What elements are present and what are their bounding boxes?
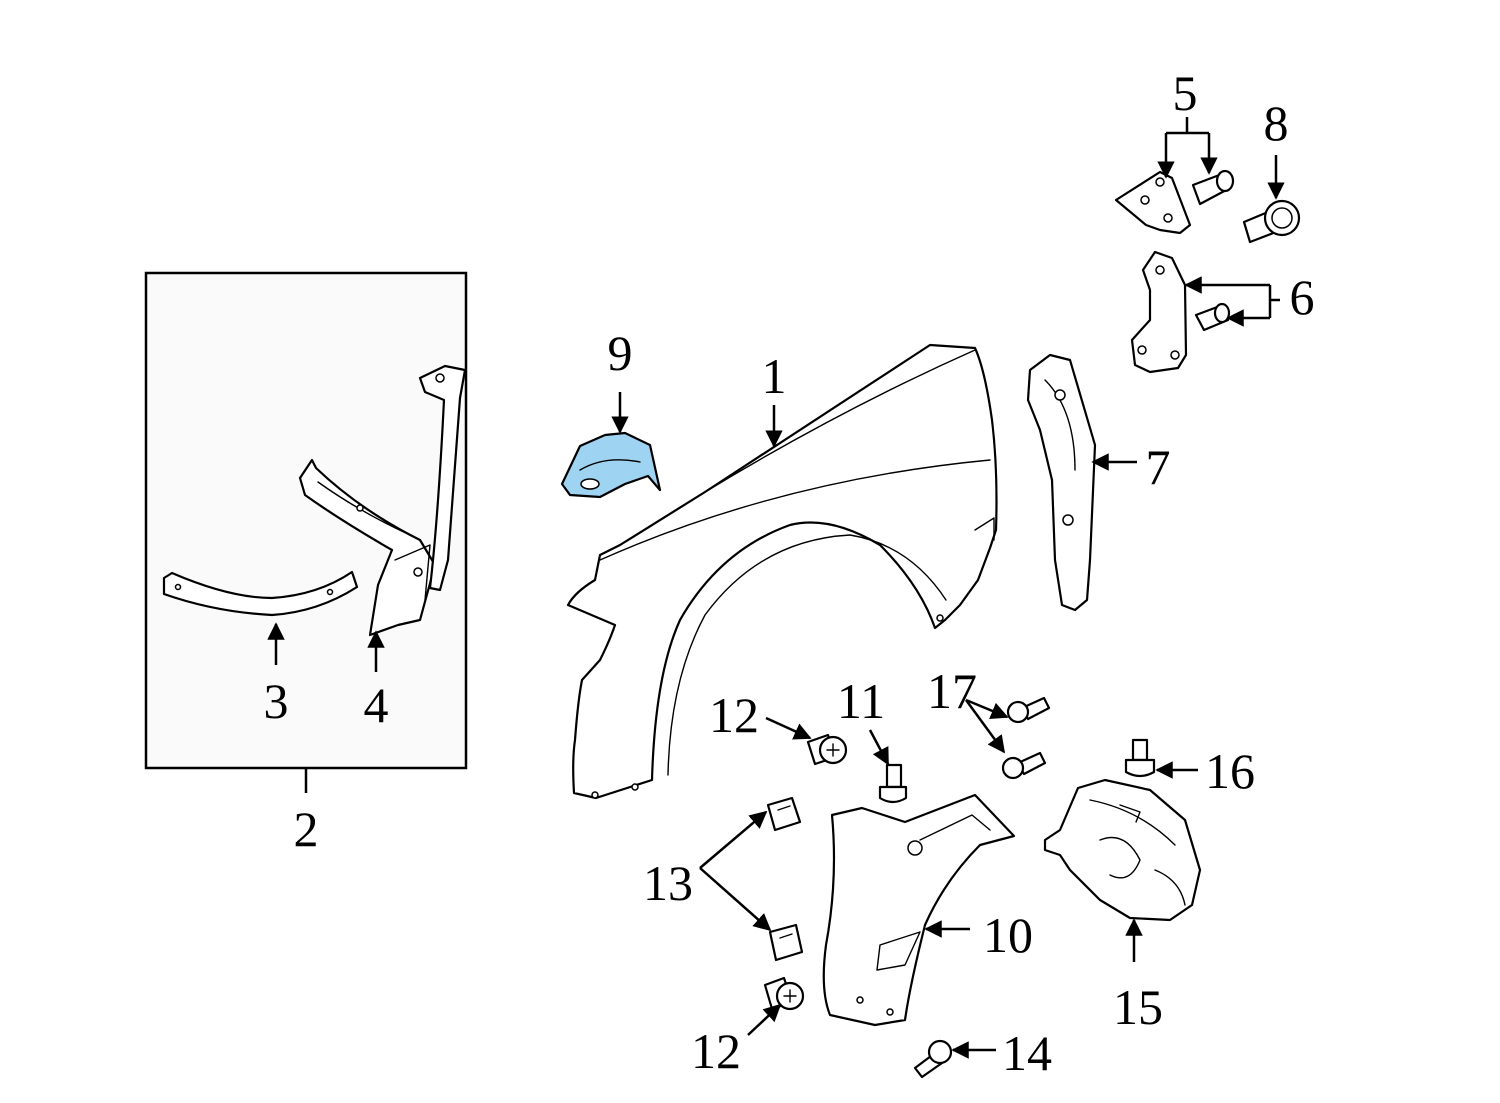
part-12-screw-upper[interactable]: [806, 733, 848, 766]
part-17-bolt-upper[interactable]: [1006, 696, 1051, 724]
leader-5: [1166, 117, 1209, 135]
part-13-clip-lower[interactable]: [768, 923, 804, 962]
callout-2: 2: [294, 801, 319, 857]
part-1-fender[interactable]: [566, 343, 998, 800]
leader-11: [868, 729, 890, 766]
callout-14: 14: [1002, 1025, 1052, 1081]
callout-5: 5: [1173, 65, 1198, 121]
part-4-vertical-brace[interactable]: [418, 364, 467, 592]
part-9-bracket-highlighted[interactable]: [560, 431, 662, 499]
callout-16: 16: [1205, 743, 1255, 799]
part-3-lower-rail[interactable]: [162, 570, 359, 617]
part-6-stud[interactable]: [1194, 302, 1231, 332]
callout-8: 8: [1264, 95, 1289, 151]
part-16-stud[interactable]: [1124, 738, 1156, 778]
callout-12-lower: 12: [691, 1023, 741, 1079]
part-12-screw-lower[interactable]: [763, 976, 805, 1011]
callout-17: 17: [927, 663, 977, 719]
part-6-mount-bracket[interactable]: [1130, 250, 1188, 374]
callout-12-upper: 12: [709, 687, 759, 743]
leader-6: [1268, 285, 1280, 318]
leader-12-upper: [765, 716, 812, 740]
callout-10: 10: [983, 907, 1033, 963]
part-11-stud[interactable]: [878, 763, 908, 804]
callout-7: 7: [1146, 439, 1171, 495]
callout-1: 1: [762, 348, 787, 404]
part-4-upper-strut[interactable]: [298, 458, 437, 637]
part-10-liner[interactable]: [822, 793, 1016, 1027]
callout-9: 9: [608, 325, 633, 381]
callout-3: 3: [264, 673, 289, 729]
leader-13: [699, 810, 768, 869]
callout-6: 6: [1290, 269, 1315, 325]
inset-assembly-group: [144, 271, 468, 793]
callout-13: 13: [643, 855, 693, 911]
inset-box: [144, 271, 468, 770]
part-14-bolt[interactable]: [913, 1039, 953, 1079]
part-15-shield[interactable]: [1043, 778, 1202, 922]
callout-11: 11: [837, 673, 885, 729]
part-13-clip-upper[interactable]: [766, 796, 802, 832]
part-5-bushing[interactable]: [1191, 169, 1235, 206]
part-5-hinge-bracket[interactable]: [1114, 170, 1192, 235]
leader-17: [965, 698, 1009, 720]
part-7-seal[interactable]: [1026, 353, 1097, 612]
part-8-bolt[interactable]: [1242, 199, 1301, 244]
part-17-bolt-lower[interactable]: [1001, 751, 1047, 780]
callout-4: 4: [364, 677, 389, 733]
callout-15: 15: [1113, 979, 1163, 1035]
leader-12-lower: [747, 1003, 782, 1036]
